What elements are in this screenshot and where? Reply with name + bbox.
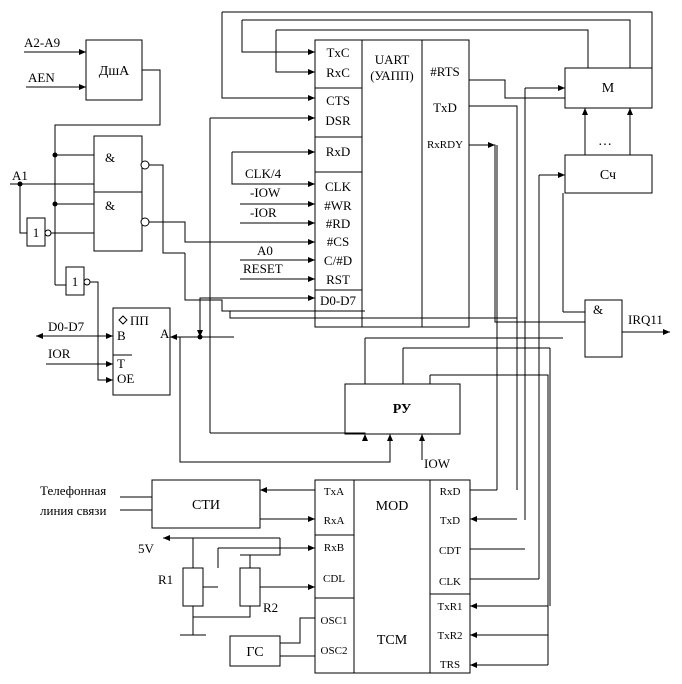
input-label-ior-n: -IOR [250, 205, 277, 220]
input-label-ior: IOR [48, 346, 71, 361]
modem-pin-osc2: OSC2 [321, 645, 348, 657]
svg-text:&: & [105, 198, 115, 213]
modem-pin-clk: CLK [439, 576, 461, 588]
block-m: M [564, 67, 653, 109]
input-label-data: D0-D7 [48, 319, 85, 334]
svg-text:&: & [105, 150, 115, 165]
modem-pin-cdl: CDL [323, 573, 345, 585]
inverter-1: 1 [26, 217, 52, 247]
uart-pin-txc: TxC [326, 45, 349, 60]
uart-pin-clk: CLK [325, 179, 352, 194]
vcc-label: 5V [138, 541, 155, 556]
svg-text:B: B [117, 328, 126, 343]
svg-text:&: & [593, 302, 603, 317]
svg-text:1: 1 [72, 274, 79, 289]
modem-pin-txd: TxD [440, 515, 460, 527]
uart-pin-rxd: RxD [326, 144, 351, 159]
uart-subtitle: (УАПП) [370, 68, 414, 83]
input-label-a1: A1 [12, 168, 28, 183]
irq-and-gate: & [584, 299, 623, 358]
r1-label: R1 [158, 572, 173, 587]
block-sti: СТИ [151, 479, 261, 529]
uart-pin-rxrdy: RxRDY [427, 139, 463, 151]
svg-text:T: T [117, 356, 125, 371]
input-label-a0: A0 [257, 243, 273, 258]
input-label-clk4: CLK/4 [245, 166, 282, 181]
output-label-irq: IRQ11 [628, 312, 663, 327]
block-counter: Сч [564, 154, 653, 194]
modem-pin-osc1: OSC1 [321, 615, 348, 627]
modem-pin-trs: TRS [440, 659, 460, 671]
uart-pin-rd: #RD [326, 216, 351, 231]
ellipsis-label: … [598, 134, 612, 149]
svg-text:OE: OE [117, 371, 134, 386]
modem-title: MOD [376, 499, 409, 514]
uart-pin-cs: #CS [327, 234, 349, 249]
and-gate-top: & [93, 135, 150, 193]
uart-block: UART (УАПП) TxC RxC CTS DSR RxD CLK #WR … [314, 39, 470, 328]
modem-subtitle: TCM [377, 633, 408, 648]
and-gate-bottom: & [93, 191, 150, 252]
uart-pin-dsr: DSR [325, 113, 351, 128]
svg-text:ГС: ГС [246, 645, 263, 660]
svg-text:СТИ: СТИ [192, 498, 220, 513]
uart-pin-cd: C/#D [324, 253, 352, 268]
input-label-aen: AEN [28, 70, 55, 85]
inverter-2: 1 [65, 266, 91, 296]
modem-pin-txr2: TxR2 [437, 630, 462, 642]
phone-line-label-1: Телефонная [40, 483, 106, 498]
svg-text:M: M [602, 81, 615, 96]
resistor-r1 [182, 567, 204, 607]
svg-text:РУ: РУ [393, 402, 411, 417]
modem-pin-txr1: TxR1 [437, 601, 462, 613]
input-label-iow-n: -IOW [250, 185, 281, 200]
uart-title: UART [375, 52, 410, 67]
input-label-addr: A2-A9 [24, 35, 60, 50]
modem-pin-txa: TxA [324, 486, 344, 498]
uart-pin-rst: RST [326, 272, 350, 287]
input-label-iow: IOW [424, 456, 451, 471]
uart-pin-data: D0-D7 [320, 293, 357, 308]
svg-text:A: A [160, 326, 170, 341]
modem-block: MOD TCM TxA RxA RxB CDL OSC1 OSC2 RxD Tx… [314, 479, 471, 674]
input-label-reset: RESET [243, 261, 283, 276]
resistor-r2 [239, 567, 261, 607]
address-decoder: ДшА [85, 39, 143, 101]
svg-text:Сч: Сч [600, 168, 616, 183]
uart-pin-rts: #RTS [430, 64, 460, 79]
modem-pin-cdt: CDT [439, 545, 461, 557]
svg-text:ДшА: ДшА [99, 64, 130, 79]
uart-pin-rxc: RxC [326, 65, 350, 80]
modem-pin-rxd: RxD [440, 486, 461, 498]
r2-label: R2 [263, 600, 278, 615]
bus-transceiver: ПП B A T OE [112, 307, 171, 396]
phone-line-label-2: линия связи [40, 503, 106, 518]
svg-text:ПП: ПП [130, 313, 149, 328]
uart-pin-wr: #WR [324, 198, 352, 213]
uart-pin-txd: TxD [433, 100, 457, 115]
modem-pin-rxb: RxB [324, 542, 344, 554]
register-ru: РУ [344, 383, 461, 435]
uart-pin-cts: CTS [326, 93, 350, 108]
svg-text:1: 1 [33, 225, 40, 240]
block-gs: ГС [229, 635, 281, 667]
modem-pin-rxa: RxA [324, 515, 345, 527]
